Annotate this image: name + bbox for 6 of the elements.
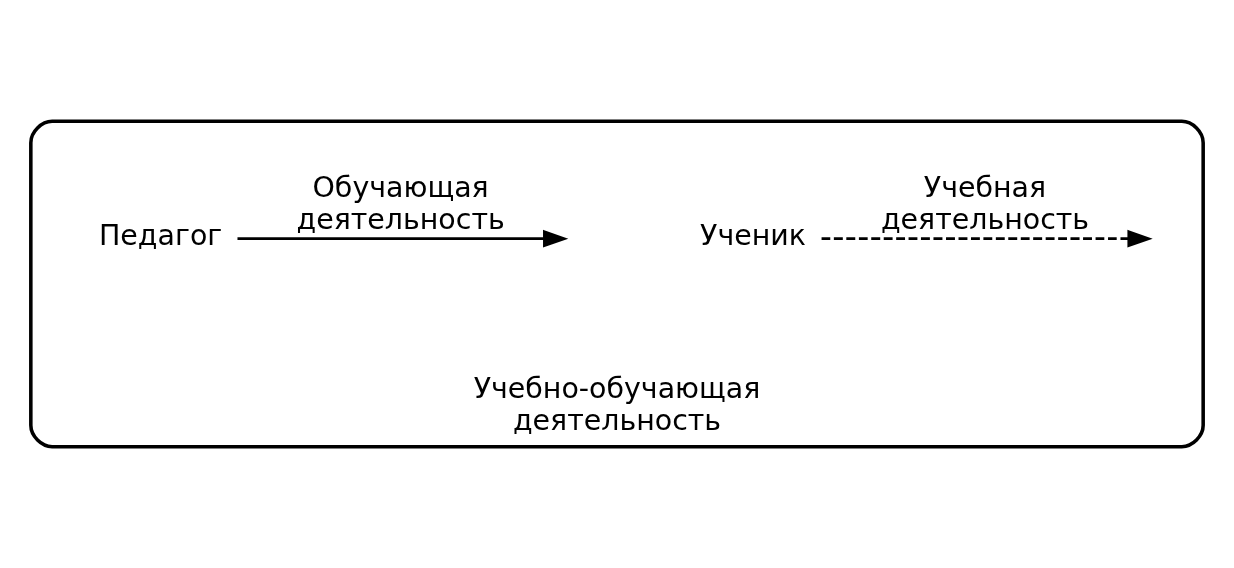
node-text: Педагог — [98, 219, 223, 253]
edge-label: Учебная деятельность — [880, 171, 1090, 237]
edge-label: Обучающая деятельность — [296, 171, 505, 237]
arrow — [237, 229, 569, 248]
node-text: Ученик — [700, 219, 806, 253]
arrow — [821, 229, 1153, 248]
